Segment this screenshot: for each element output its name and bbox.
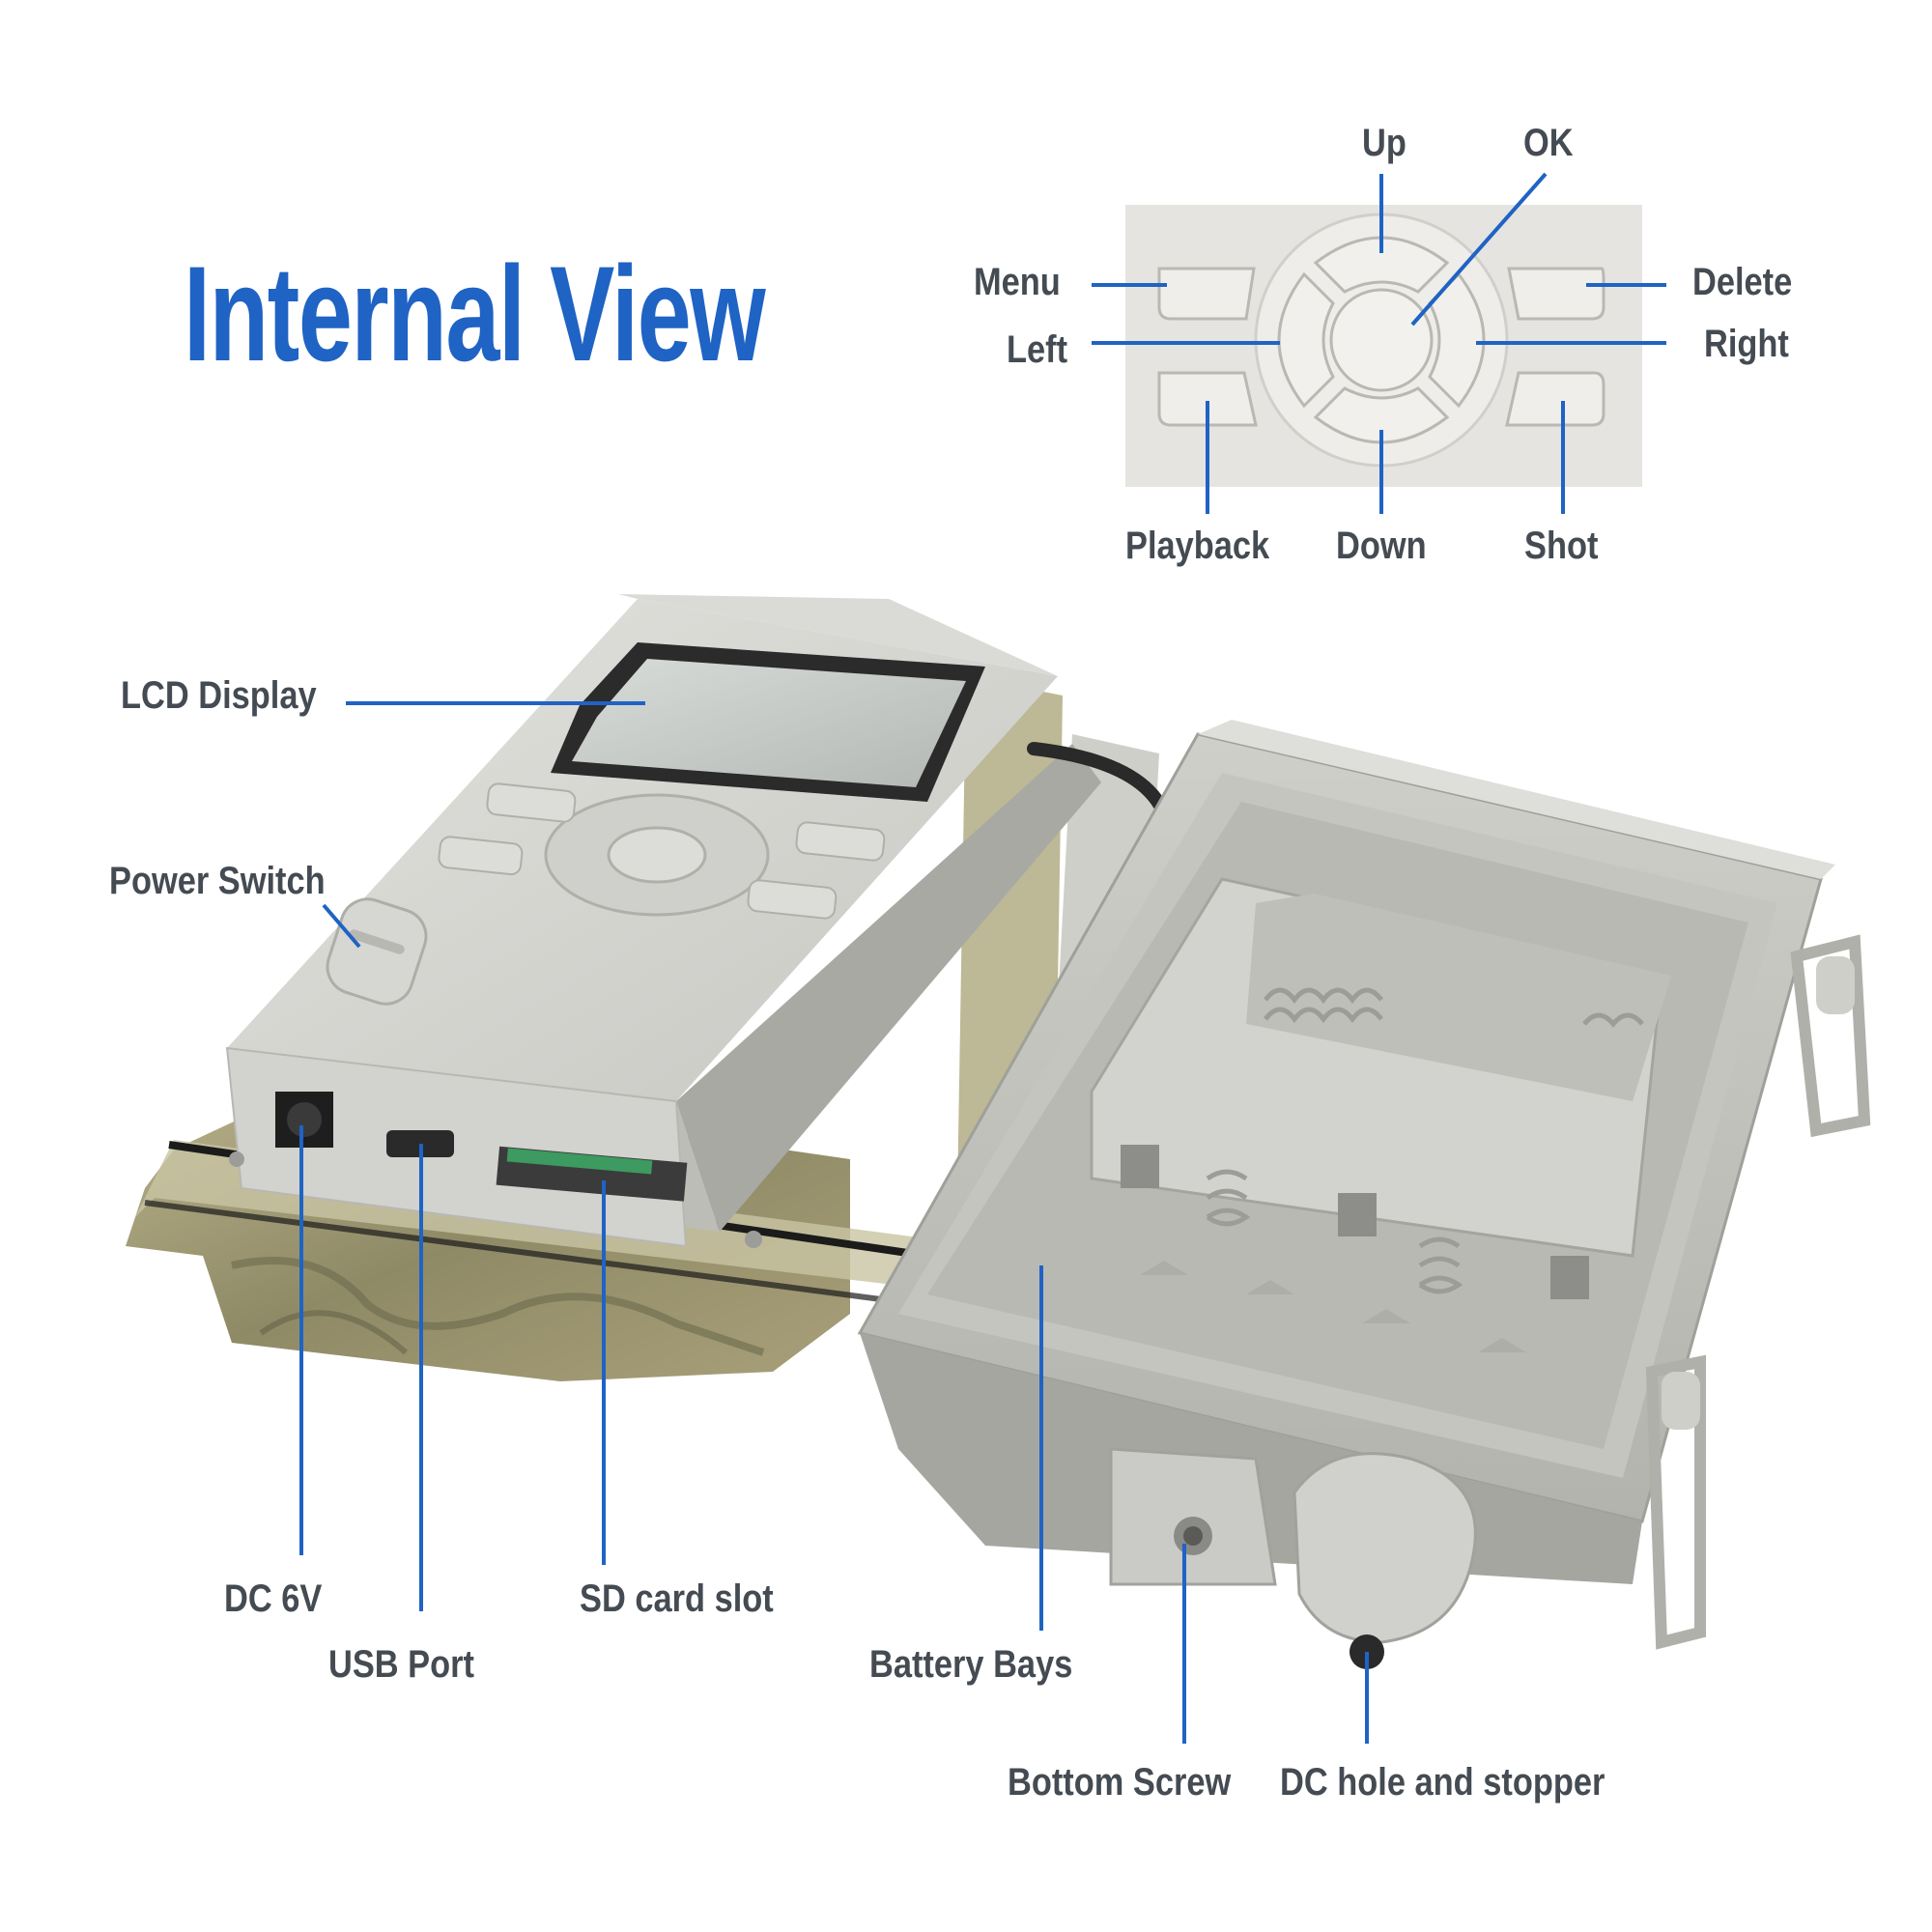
- label-playback: Playback: [1125, 525, 1270, 567]
- battery-case: [857, 720, 1871, 1669]
- leader-ok: [1410, 172, 1548, 327]
- label-shot: Shot: [1524, 525, 1599, 567]
- delete-button-shape: [1507, 267, 1605, 321]
- label-dc-6v: DC 6V: [224, 1577, 323, 1620]
- shot-button-shape: [1505, 371, 1605, 427]
- label-menu: Menu: [974, 261, 1061, 303]
- dc-stopper: [1293, 1452, 1477, 1644]
- leader-power: [322, 903, 361, 949]
- label-lcd-display: LCD Display: [121, 674, 317, 717]
- label-usb-port: USB Port: [328, 1643, 474, 1686]
- page-title: Internal View: [184, 238, 766, 389]
- control-panel-closeup: [1125, 205, 1642, 487]
- label-sd-card-slot: SD card slot: [580, 1577, 774, 1620]
- leader-lines: [299, 172, 1666, 1744]
- label-delete: Delete: [1692, 261, 1793, 303]
- ok-button-shape: [1329, 288, 1434, 392]
- label-up: Up: [1362, 122, 1406, 164]
- power-switch-slider: [326, 897, 428, 1006]
- label-dc-hole: DC hole and stopper: [1280, 1761, 1605, 1804]
- left-button-shape: [1277, 271, 1335, 409]
- label-down: Down: [1336, 525, 1427, 567]
- label-bottom-screw: Bottom Screw: [1008, 1761, 1232, 1804]
- electronics-body: [225, 594, 1180, 1248]
- label-power-switch: Power Switch: [109, 860, 326, 902]
- lcd-screen: [572, 659, 966, 787]
- right-button-shape: [1428, 271, 1486, 409]
- menu-button-shape: [1157, 267, 1256, 321]
- label-ok: OK: [1523, 122, 1574, 164]
- up-button-shape: [1313, 236, 1450, 294]
- playback-button-shape: [1157, 371, 1258, 427]
- label-battery-bays: Battery Bays: [869, 1643, 1073, 1686]
- label-left: Left: [1007, 328, 1068, 371]
- down-button-shape: [1313, 386, 1450, 444]
- label-right: Right: [1704, 323, 1789, 365]
